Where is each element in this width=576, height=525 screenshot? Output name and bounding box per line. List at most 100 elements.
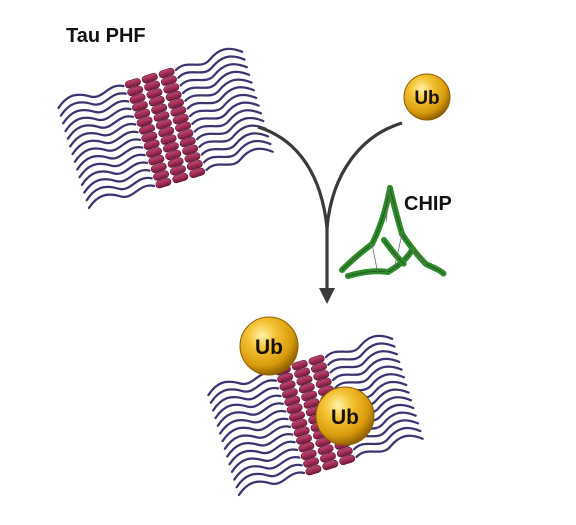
fibril-rod <box>163 83 180 94</box>
fibril-rod <box>315 377 332 389</box>
fibril-strand <box>181 70 251 95</box>
fibril-rod <box>136 116 153 127</box>
fibril-strand <box>83 169 151 194</box>
ubiquitinated-fibril-icon <box>207 334 424 497</box>
fibril-strand <box>198 124 267 149</box>
fibril-rod <box>168 98 184 109</box>
fibril-strand <box>57 84 125 110</box>
fibril-rod <box>167 157 184 168</box>
fibril-rod <box>146 88 163 99</box>
fibril-strand <box>233 456 301 481</box>
fibril-strand <box>212 386 280 412</box>
fibril-rod <box>286 403 303 414</box>
fibril-strand <box>69 122 137 148</box>
fibril-strand <box>355 434 424 459</box>
fibril-strand <box>327 342 396 366</box>
fibril-rod <box>177 129 194 140</box>
ubiquitin-sphere-icon: Ub <box>239 316 299 376</box>
fibril-strand <box>188 93 258 118</box>
fibril-rod <box>170 165 186 176</box>
chip-backbone <box>425 263 445 275</box>
fibril-rod <box>289 411 305 422</box>
fibril-rod <box>298 441 315 453</box>
fibril-rod <box>311 362 327 373</box>
fibril-rod <box>284 395 301 407</box>
fibril-strand <box>237 471 306 497</box>
fibril-strand <box>195 116 265 141</box>
fibril-strand <box>64 107 132 133</box>
fibril-rod <box>184 152 201 163</box>
fibril-strand <box>177 55 246 79</box>
fibril-strand <box>334 365 403 389</box>
fibril-rod <box>165 90 182 102</box>
fibril-strand <box>85 176 153 202</box>
chip-helix <box>369 185 393 247</box>
fibril-strand <box>78 153 146 179</box>
fibril-strand <box>221 417 289 443</box>
fibril-rod <box>124 78 141 89</box>
fibril-rod <box>158 67 175 79</box>
fibril-strand <box>209 379 277 404</box>
ub-label: Ub <box>255 336 283 359</box>
fibril-strand <box>329 350 398 374</box>
chip-loop <box>411 249 427 265</box>
fibril-rod <box>131 101 148 112</box>
fibril-rod <box>134 108 151 120</box>
fibril-rod <box>296 375 313 386</box>
fibril-rod <box>182 144 199 155</box>
fibril-rod <box>320 452 336 463</box>
fibril-rod <box>317 444 334 455</box>
fibril-rod <box>186 160 203 171</box>
fibril-rod <box>301 390 318 402</box>
fibril-rod <box>143 139 160 150</box>
fibril-strand <box>203 139 272 164</box>
fibril-rod <box>313 370 330 381</box>
fibril-rod <box>155 178 172 189</box>
fibril-strand <box>200 132 270 156</box>
fibril-rod <box>277 372 294 384</box>
fibril-strand <box>66 115 135 140</box>
fibril-rod <box>129 93 146 104</box>
fibril-rod <box>303 457 320 468</box>
fibril-rod <box>165 149 182 161</box>
fibril-strand <box>353 426 422 451</box>
converging-arrow-icon <box>257 121 403 304</box>
fibril-rod <box>151 103 168 115</box>
fibril-strand <box>73 138 142 163</box>
fibril-strand <box>76 146 144 171</box>
fibril-rod <box>189 167 206 179</box>
fibril-strand <box>324 334 394 359</box>
fibril-rod <box>293 426 310 437</box>
fibril-rod <box>296 434 312 445</box>
chip-loop <box>371 243 379 275</box>
fibril-strand <box>179 63 248 87</box>
fibril-rod <box>153 111 170 122</box>
fibril-strand <box>230 448 299 473</box>
fibril-strand <box>228 440 296 466</box>
fibril-strand <box>205 147 274 172</box>
chip-loop <box>393 233 403 271</box>
fibril-rod <box>281 388 298 399</box>
fibril-strand <box>59 92 127 117</box>
fibril-rod <box>148 96 165 107</box>
tau-phf-label: Tau PHF <box>66 25 146 47</box>
fibril-strand <box>216 402 285 427</box>
fibril-rod <box>170 106 187 117</box>
fibril-core <box>124 67 206 189</box>
fibril-strand <box>331 357 401 382</box>
fibril-rod <box>291 359 308 371</box>
fibril-strand <box>184 78 253 102</box>
fibril-rod <box>144 80 161 91</box>
tau-fibril-icon <box>57 47 274 210</box>
fibril-strand <box>191 101 260 125</box>
chip-backbone <box>383 239 405 265</box>
fibril-strand <box>174 47 244 72</box>
chip-protein-icon <box>339 185 447 279</box>
fibril-strand <box>71 130 139 156</box>
fibril-rod <box>294 367 311 378</box>
chip-label: CHIP <box>404 193 452 215</box>
fibril-rod <box>305 465 322 476</box>
fibril-rod <box>291 418 308 430</box>
fibril-rod <box>155 119 172 130</box>
fibril-rod <box>175 121 192 132</box>
